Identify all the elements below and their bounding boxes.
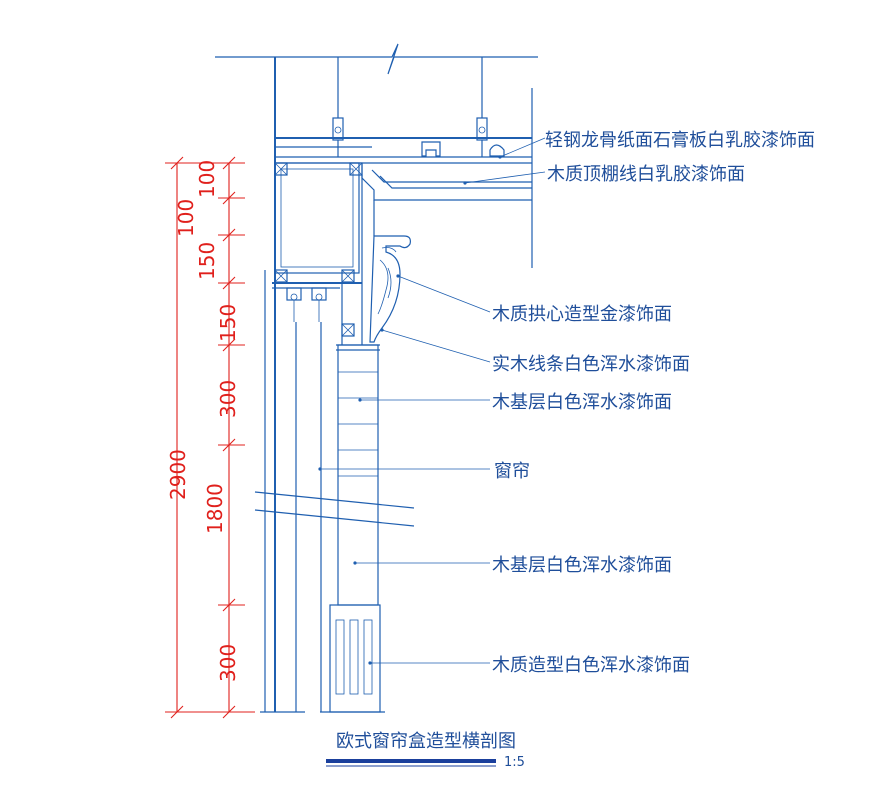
dim-seg-5: 300 — [216, 380, 240, 418]
dim-seg-2: 100 — [174, 199, 198, 237]
dim-overall: 2900 — [166, 449, 190, 500]
dim-seg-3: 150 — [195, 242, 219, 280]
window-sill — [254, 491, 415, 527]
wall — [260, 57, 305, 713]
label-wood-cornice: 木质顶棚线白乳胶漆饰面 — [547, 164, 745, 185]
label-wood-base-upper: 木基层白色浑水漆饰面 — [492, 392, 672, 413]
material-labels: 轻钢龙骨纸面石膏板白乳胶漆饰面 木质顶棚线白乳胶漆饰面 木质拱心造型金漆饰面 实… — [492, 129, 815, 676]
drawing-scale: 1:5 — [504, 755, 525, 770]
curtain-box-frame — [272, 162, 363, 345]
dim-seg-7: 300 — [216, 644, 240, 682]
dim-seg-6: 1800 — [203, 483, 227, 534]
label-gypsum-ceiling: 轻钢龙骨纸面石膏板白乳胶漆饰面 — [545, 129, 815, 151]
gypsum-ceiling — [275, 88, 533, 268]
curtain-tracks — [286, 287, 327, 322]
drawing-title: 欧式窗帘盒造型横剖图 — [336, 731, 516, 752]
label-wood-base-lower: 木基层白色浑水漆饰面 — [492, 555, 672, 576]
dimensions: 2900 100 100 150 150 300 1800 300 — [165, 156, 255, 719]
label-keystone: 木质拱心造型金漆饰面 — [492, 304, 672, 325]
ceiling-slab — [215, 43, 538, 75]
label-curtain: 窗帘 — [494, 461, 530, 482]
wood-base-board — [336, 344, 380, 606]
curtain — [295, 322, 322, 712]
ceiling-cornice — [361, 163, 532, 236]
leader-lines — [318, 137, 546, 665]
dim-seg-1: 100 — [195, 160, 219, 198]
label-solid-wood-trim: 实木线条白色浑水漆饰面 — [492, 354, 690, 375]
dim-seg-4: 150 — [216, 304, 240, 342]
base-panel — [320, 604, 385, 713]
keystone-ornament — [369, 235, 411, 343]
label-wood-panel: 木质造型白色浑水漆饰面 — [492, 655, 690, 676]
title-block: 欧式窗帘盒造型横剖图 1:5 — [326, 731, 525, 770]
suspension-hangers — [332, 57, 505, 157]
